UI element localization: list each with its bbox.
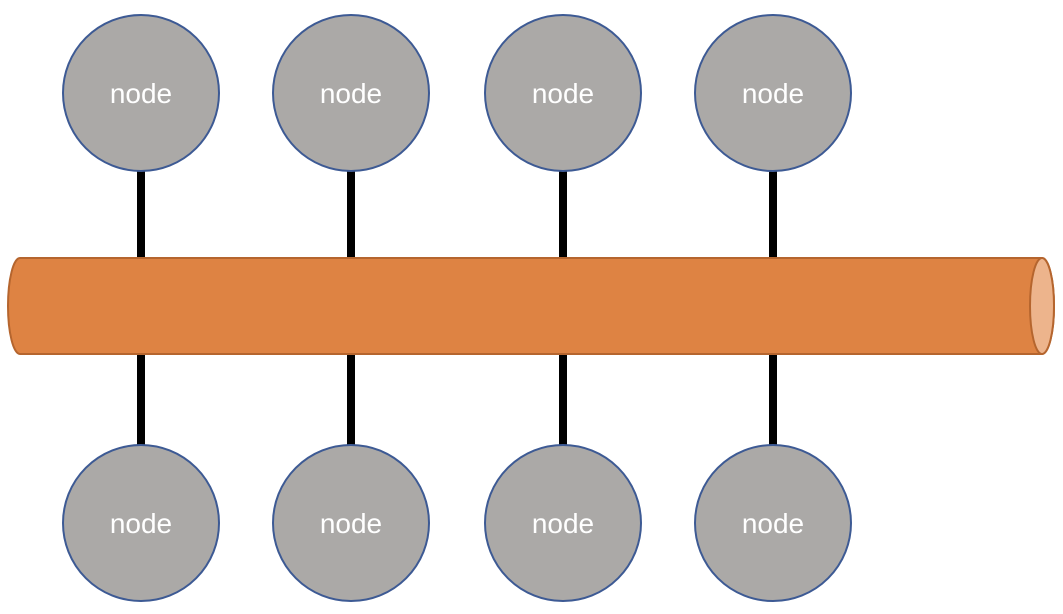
node-label: node bbox=[532, 508, 594, 539]
bus-cylinder bbox=[7, 257, 1055, 355]
node-label: node bbox=[320, 508, 382, 539]
node-label: node bbox=[742, 78, 804, 109]
node-label: node bbox=[110, 508, 172, 539]
bottom-node-3: node bbox=[484, 444, 642, 602]
node-circle bbox=[62, 444, 220, 602]
top-node-3: node bbox=[484, 14, 642, 172]
node-circle bbox=[62, 14, 220, 172]
top-node-2: node bbox=[272, 14, 430, 172]
top-node-1: node bbox=[62, 14, 220, 172]
top-node-4: node bbox=[694, 14, 852, 172]
node-circle bbox=[694, 444, 852, 602]
node-label: node bbox=[742, 508, 804, 539]
node-circle bbox=[484, 444, 642, 602]
node-circle bbox=[694, 14, 852, 172]
bottom-node-1: node bbox=[62, 444, 220, 602]
bottom-node-2: node bbox=[272, 444, 430, 602]
bottom-node-4: node bbox=[694, 444, 852, 602]
node-label: node bbox=[110, 78, 172, 109]
node-circle bbox=[272, 14, 430, 172]
bus-body bbox=[7, 257, 1055, 355]
bus-end-cap bbox=[1029, 257, 1055, 355]
node-circle bbox=[272, 444, 430, 602]
node-circle bbox=[484, 14, 642, 172]
node-label: node bbox=[532, 78, 594, 109]
node-label: node bbox=[320, 78, 382, 109]
